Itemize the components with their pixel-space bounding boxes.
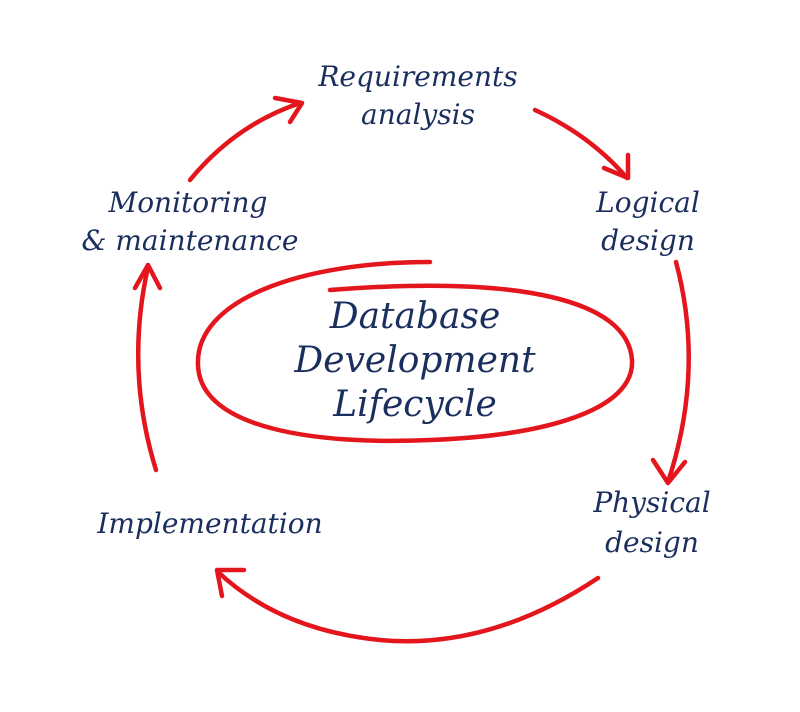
stage-physical-design: Physical design: [592, 486, 710, 559]
arrow-logical-to-physical: [650, 259, 691, 486]
arrow-monitoring-to-requirements: [187, 95, 305, 183]
center-title-line-1: Database: [329, 296, 501, 337]
arrow-physical-to-implementation: [214, 567, 601, 644]
center-title-line-2: Development: [293, 340, 536, 381]
stage-monitoring-maintenance: Monitoring & maintenance: [82, 186, 299, 257]
center-ellipse: [195, 259, 635, 444]
svg-text:Requirements: Requirements: [317, 60, 517, 93]
stage-logical-design: Logical design: [595, 186, 700, 257]
svg-text:Logical: Logical: [595, 186, 700, 219]
stage-implementation: Implementation: [96, 507, 322, 540]
arrow-implementation-to-monitoring: [132, 262, 163, 473]
center-title-line-3: Lifecycle: [332, 384, 497, 425]
svg-text:design: design: [605, 526, 699, 559]
stage-requirements-analysis: Requirements analysis: [317, 60, 517, 131]
svg-text:design: design: [601, 224, 695, 257]
svg-text:analysis: analysis: [361, 98, 475, 131]
svg-text:Implementation: Implementation: [96, 507, 322, 540]
arrow-requirements-to-logical: [532, 107, 631, 181]
svg-text:Physical: Physical: [592, 486, 710, 519]
svg-text:& maintenance: & maintenance: [82, 224, 299, 257]
svg-text:Monitoring: Monitoring: [108, 186, 268, 219]
